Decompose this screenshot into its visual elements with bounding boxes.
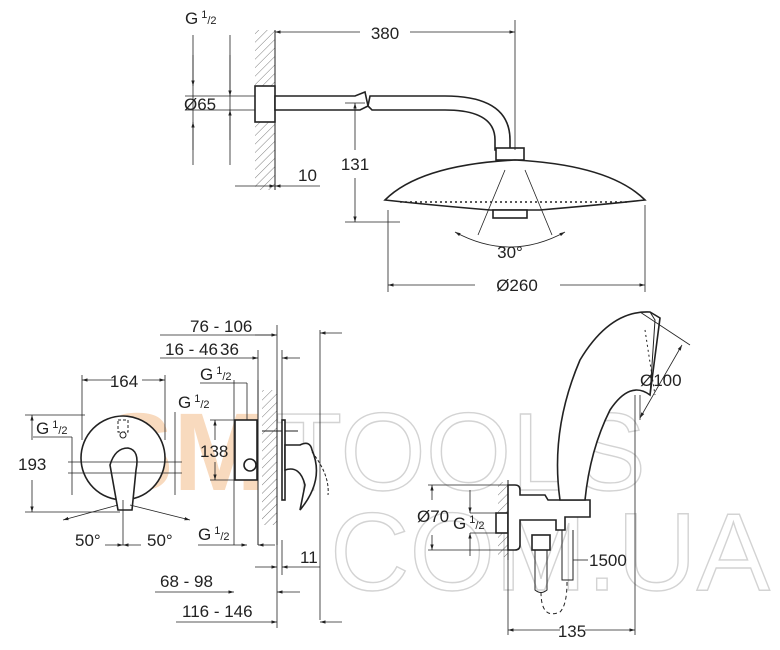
drop-height-label: 131 (341, 155, 369, 174)
mixer-lever (109, 447, 138, 511)
hose-nut (531, 534, 551, 551)
flange-diameter-label: Ø65 (184, 95, 216, 114)
depth-fixed-label: 36 (220, 340, 239, 359)
plate-width-label: 164 (110, 372, 138, 391)
shower-head-nozzle (492, 209, 528, 219)
projection-label: 135 (558, 622, 586, 641)
tilt-angle-label: 30° (497, 243, 523, 262)
hose-length-label: 1500 (589, 551, 627, 570)
body-depth-label: 68 - 98 (160, 572, 213, 591)
shower-arm (274, 90, 511, 151)
mixer-valve-body (234, 419, 258, 481)
mixer-wall-hatch (262, 390, 277, 525)
shower-head (383, 159, 647, 211)
plate-height-label: 193 (18, 455, 46, 474)
wall-flange (254, 85, 276, 123)
head-diameter-label: Ø260 (496, 276, 538, 295)
depth-outer-label: 76 - 106 (190, 317, 252, 336)
hand-head-diameter-label: Ø100 (640, 371, 682, 390)
outlet-diameter-label: Ø70 (417, 507, 449, 526)
port-spacing-label: 138 (200, 442, 228, 461)
wall-outlet-holder (507, 484, 591, 551)
total-depth-label: 116 - 146 (182, 602, 253, 621)
depth-inner-label: 16 - 46 (165, 340, 218, 359)
lever-angle-left-label: 50° (75, 531, 101, 550)
plate-thickness-label: 11 (300, 548, 318, 567)
hand-shower-handle (556, 311, 661, 501)
mixer-handle-side (284, 442, 318, 511)
lever-angle-right-label: 50° (147, 531, 173, 550)
wall-offset-label: 10 (298, 166, 317, 185)
ball-joint (495, 147, 525, 161)
arm-length-label: 380 (371, 24, 399, 43)
